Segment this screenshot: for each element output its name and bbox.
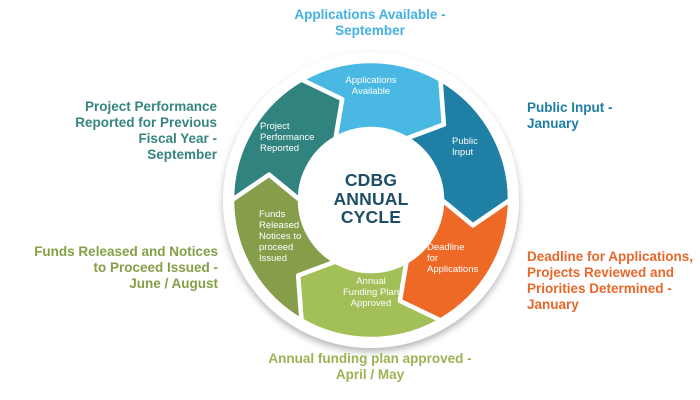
callout-annual-funding-plan-approved: Annual funding plan approved - April / M… [268, 351, 472, 382]
segment-label-funds-released: Funds Released Notices to proceed Issued [259, 209, 302, 264]
callout-applications-available: Applications Available - September [294, 7, 446, 38]
callout-project-performance-reported: Project Performance Reported for Previou… [75, 99, 217, 162]
callout-funds-released: Funds Released and Notices to Proceed Is… [34, 244, 218, 291]
center-title: CDBG ANNUAL CYCLE [333, 170, 409, 227]
callout-public-input: Public Input - January [527, 100, 613, 131]
segment-label-annual-funding-plan-approved: Annual Funding Plan Approved [343, 276, 399, 309]
segment-project-performance-reported [229, 77, 345, 203]
segments-group [229, 58, 513, 342]
segment-label-project-performance-reported: Project Performance Reported [260, 121, 315, 154]
segment-label-applications-available: Applications Available [345, 75, 397, 97]
segment-label-deadline-for-applications: Deadline for Applications [427, 242, 479, 275]
callout-deadline-for-applications: Deadline for Applications, Projects Revi… [527, 249, 694, 312]
segment-label-public-input: Public Input [452, 136, 478, 158]
